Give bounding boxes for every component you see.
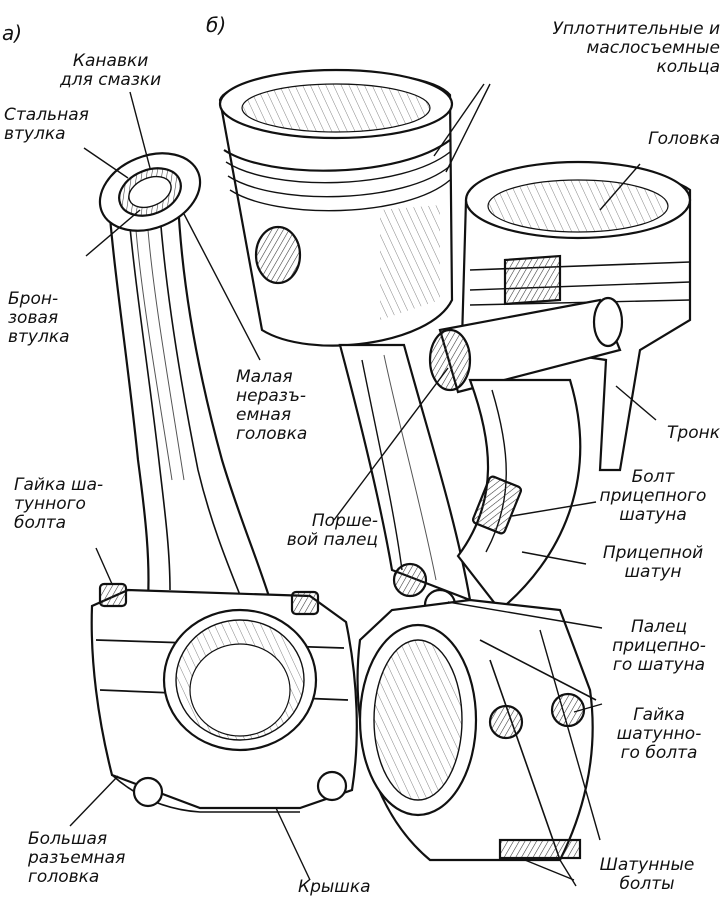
- leader-bolty-1: [519, 857, 575, 881]
- leader-bronzovaya: [85, 209, 141, 257]
- leader-koltsa-1: [433, 83, 485, 157]
- big-end-a: [90, 582, 358, 813]
- panel-label-b: б): [206, 13, 227, 37]
- label-big-end: Большая разъемная головка: [28, 829, 126, 887]
- leader-gayka-a: [95, 547, 113, 585]
- leader-bolshaya: [69, 775, 119, 827]
- leader-bolt-pricepnogo: [511, 501, 597, 517]
- articulated-rod: [423, 378, 582, 622]
- leader-lines: [69, 83, 657, 887]
- label-small-end: Малая неразъ- емная головка: [236, 367, 308, 444]
- leader-kanavki: [129, 91, 151, 169]
- label-rod-bolt-nut-b: Гайка шатунно- го болта: [616, 705, 702, 763]
- label-rod-bolts: Шатунные болты: [599, 855, 695, 894]
- leader-stalnaya: [83, 147, 129, 179]
- leader-golovka: [599, 163, 641, 211]
- label-crown: Головка: [648, 129, 720, 149]
- piston-main: [218, 68, 454, 347]
- piston-pin: [428, 296, 624, 394]
- leader-pricepnoy: [521, 551, 587, 565]
- label-skirt: Тронк: [667, 423, 720, 443]
- label-link-rod: Прицепной шатун: [602, 543, 704, 582]
- piston-assembly-b: [218, 68, 692, 862]
- label-piston-pin: Порше- вой палец: [286, 511, 378, 550]
- leader-koltsa-2: [445, 83, 491, 173]
- label-bronze-bushing: Брон- зовая втулка: [8, 289, 70, 347]
- leader-palets: [447, 601, 603, 629]
- label-steel-bushing: Стальная втулка: [4, 105, 89, 144]
- panel-label-a: а): [2, 21, 23, 45]
- label-rod-bolt-nut-a: Гайка ша- тунного болта: [14, 475, 104, 533]
- big-end-b: [356, 598, 601, 862]
- label-link-rod-bolt: Болт прицепного шатуна: [599, 467, 707, 525]
- small-end-a: [98, 152, 202, 232]
- leader-porshnevoy: [333, 367, 449, 521]
- leader-bolty-2: [559, 859, 577, 887]
- label-rings: Уплотнительные и маслосъемные кольца: [552, 19, 720, 77]
- leader-tronk: [615, 385, 657, 421]
- label-link-rod-pin: Палец прицепно- го шатуна: [612, 617, 706, 675]
- label-cap: Крышка: [298, 877, 371, 897]
- leader-kryshka: [275, 807, 311, 881]
- label-lubrication-grooves: Канавки для смазки: [60, 51, 162, 90]
- master-rod-b: [338, 343, 472, 602]
- connecting-rod-a: [90, 152, 358, 813]
- leader-malaya: [183, 213, 261, 361]
- leader-gayka-b: [573, 703, 603, 713]
